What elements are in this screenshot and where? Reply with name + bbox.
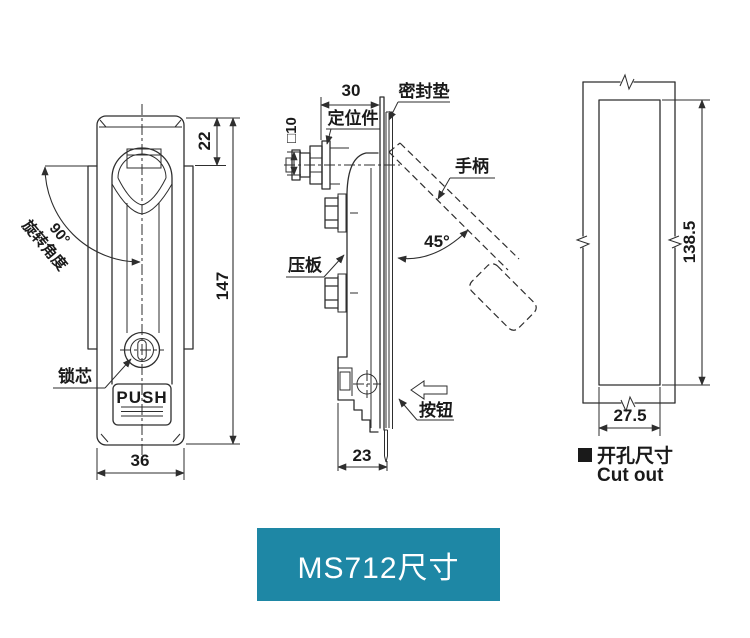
dimension-23: 23 bbox=[337, 403, 388, 471]
cutout-caption-en: Cut out bbox=[597, 465, 664, 486]
dim-22-label: 22 bbox=[195, 132, 214, 151]
angle-45-label: 45° bbox=[424, 232, 450, 251]
lock-case bbox=[337, 152, 381, 433]
handle-sides bbox=[126, 203, 160, 333]
press-direction-arrow-icon bbox=[410, 380, 448, 400]
front-view: PUSH 22 147 36 90° 旋转角度 bbox=[18, 104, 240, 480]
dimension-138-5: 138.5 bbox=[662, 99, 710, 386]
positioning-annotation: 定位件 bbox=[325, 108, 380, 145]
dim-147-label: 147 bbox=[213, 272, 232, 300]
mounting-panel bbox=[379, 96, 393, 463]
dim-square10-label: □10 bbox=[283, 117, 300, 143]
plate-label: 压板 bbox=[288, 255, 323, 275]
angle-45-annotation: 45° bbox=[397, 229, 469, 263]
push-label: PUSH bbox=[116, 388, 167, 407]
flange-right bbox=[183, 165, 194, 350]
button-label: 按钮 bbox=[419, 400, 453, 420]
dimension-22: 22 bbox=[186, 117, 240, 167]
plate-annotation: 压板 bbox=[286, 254, 345, 278]
dim-23-label: 23 bbox=[353, 446, 372, 465]
technical-drawing: PUSH 22 147 36 90° 旋转角度 bbox=[18, 73, 710, 486]
dim-138-5-label: 138.5 bbox=[680, 221, 699, 264]
caption-square-icon bbox=[578, 448, 592, 462]
dim-36-label: 36 bbox=[131, 451, 150, 470]
gasket-annotation: 密封垫 bbox=[388, 81, 450, 121]
flange-left bbox=[87, 165, 98, 350]
title-banner: MS712尺寸 bbox=[257, 528, 500, 601]
dim-30-label: 30 bbox=[342, 81, 361, 100]
button-annotation: 按钮 bbox=[398, 380, 454, 421]
cutout-caption: 开孔尺寸 Cut out bbox=[578, 444, 673, 486]
handle-label: 手柄 bbox=[455, 156, 489, 176]
handle-open-position bbox=[388, 142, 537, 331]
dimension-147: 147 bbox=[186, 117, 240, 445]
cutout-view: 138.5 27.5 开孔尺寸 Cut out bbox=[575, 73, 710, 486]
handle-grip-window bbox=[126, 148, 162, 169]
mounting-bolts bbox=[324, 193, 358, 313]
dimension-square10: □10 bbox=[283, 117, 301, 176]
side-view: □10 30 定位件 密封垫 压板 bbox=[283, 81, 537, 471]
positioning-label: 定位件 bbox=[328, 108, 379, 128]
dimension-27-5: 27.5 bbox=[598, 387, 661, 436]
panel-outline bbox=[575, 73, 683, 413]
lock-body-outline bbox=[96, 115, 185, 446]
cutout-caption-cn: 开孔尺寸 bbox=[597, 444, 673, 467]
lock-core-annotation: 锁芯 bbox=[53, 358, 132, 389]
lock-core-label: 锁芯 bbox=[58, 366, 92, 386]
dimension-36: 36 bbox=[96, 448, 185, 480]
handle-annotation: 手柄 bbox=[437, 156, 495, 200]
cutout-rectangle bbox=[598, 99, 661, 386]
gasket-label: 密封垫 bbox=[399, 81, 450, 101]
dimension-30: 30 bbox=[320, 81, 380, 140]
rotation-angle-annotation: 90° 旋转角度 bbox=[18, 165, 141, 275]
banner-label: MS712尺寸 bbox=[297, 551, 460, 585]
dim-27-5-label: 27.5 bbox=[613, 406, 646, 425]
